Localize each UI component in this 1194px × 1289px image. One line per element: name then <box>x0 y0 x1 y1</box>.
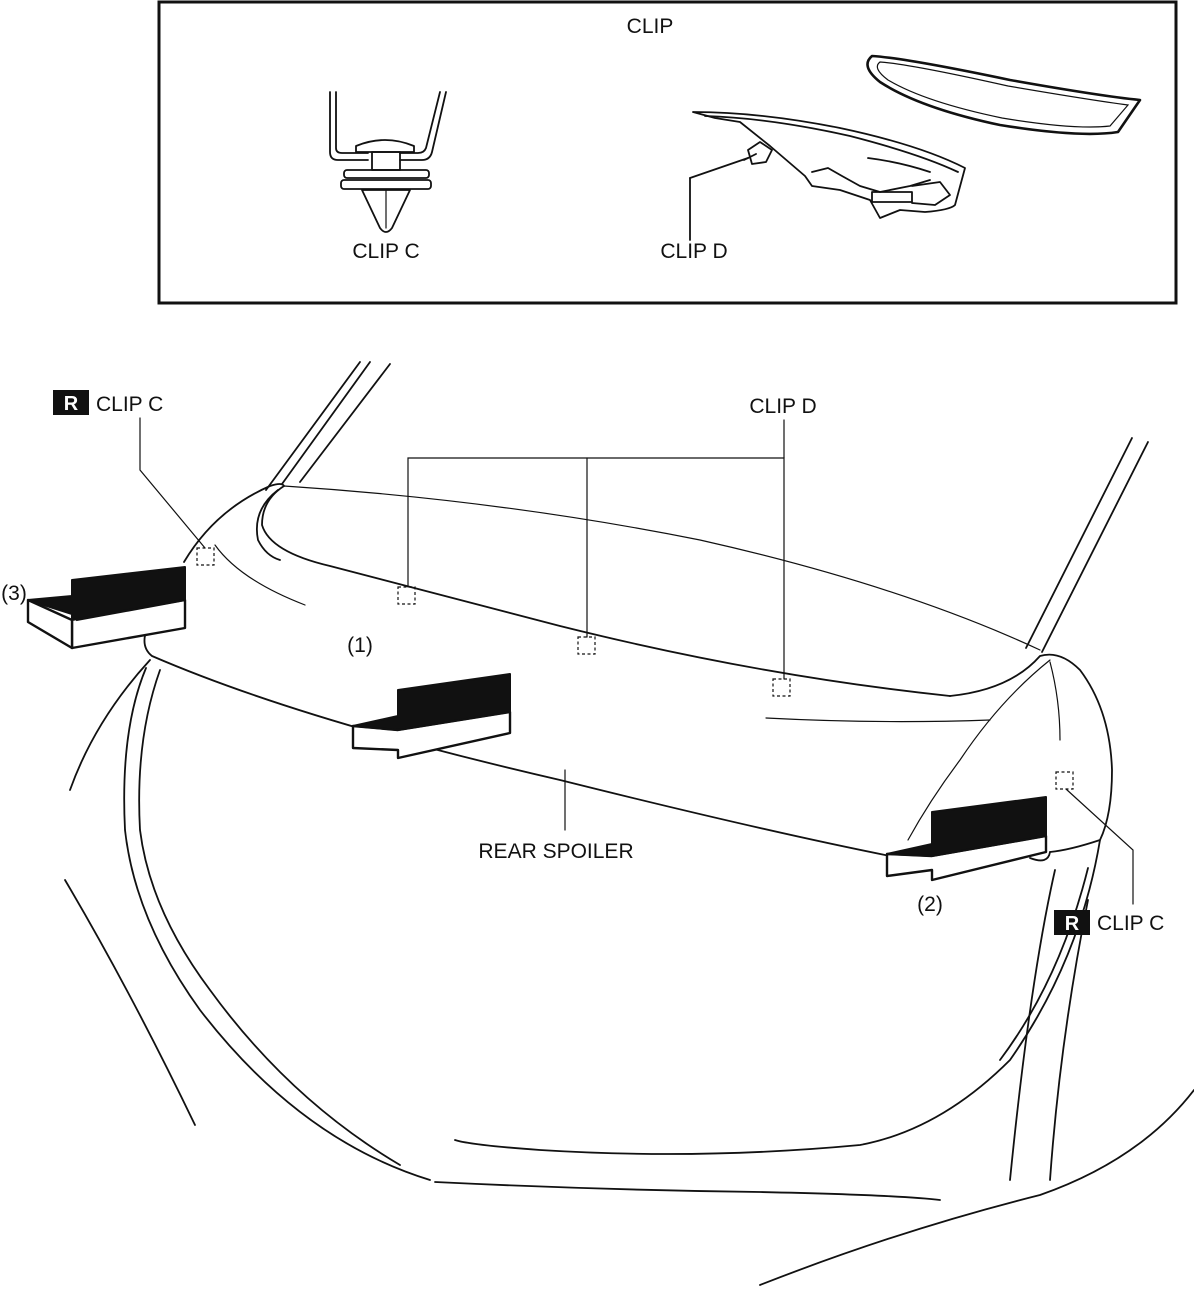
clip-c-right-callout: R CLIP C <box>1054 910 1164 935</box>
clip-c-marker-left <box>196 547 215 566</box>
clip-d-detail-label: CLIP D <box>660 240 727 263</box>
clip-d-marker-2 <box>577 636 596 655</box>
clip-c-detail-label: CLIP C <box>352 240 419 263</box>
replace-badge-left <box>53 390 89 415</box>
step-3-label: (3) <box>1 582 27 605</box>
clip-c-illustration <box>329 91 447 233</box>
labels: CLIP D R CLIP C R CLIP C (1) (2) (3) REA… <box>1 390 1164 935</box>
rear-spoiler-label: REAR SPOILER <box>478 840 633 863</box>
arrow-2 <box>885 796 1048 882</box>
clip-c-left-callout: R CLIP C <box>53 390 163 416</box>
clip-d-marker-3 <box>772 678 791 697</box>
clip-c-left-label: CLIP C <box>96 393 163 416</box>
clip-d-illustration <box>689 111 966 241</box>
step-2-label: (2) <box>917 893 943 916</box>
step-1-label: (1) <box>347 634 373 657</box>
clip-d-label: CLIP D <box>749 395 816 418</box>
rear-spoiler <box>143 483 1113 862</box>
replace-badge-right <box>1054 910 1090 935</box>
arrow-1 <box>351 673 512 760</box>
detail-box-title: CLIP <box>627 15 674 38</box>
replace-badge-left-text: R <box>64 393 79 415</box>
leader-lines <box>139 417 1134 905</box>
arrow-3 <box>26 566 187 650</box>
clip-c-marker-right <box>1055 771 1074 790</box>
clip-c-right-label: CLIP C <box>1097 912 1164 935</box>
vehicle-body-lines <box>64 361 1194 1286</box>
clip-detail-box: CLIP CLIP C CLIP D <box>157 0 1178 305</box>
clip-d-marker-1 <box>397 586 416 605</box>
replace-badge-right-text: R <box>1065 913 1080 935</box>
gasket-illustration <box>866 54 1142 136</box>
clip-markers <box>196 547 1074 790</box>
